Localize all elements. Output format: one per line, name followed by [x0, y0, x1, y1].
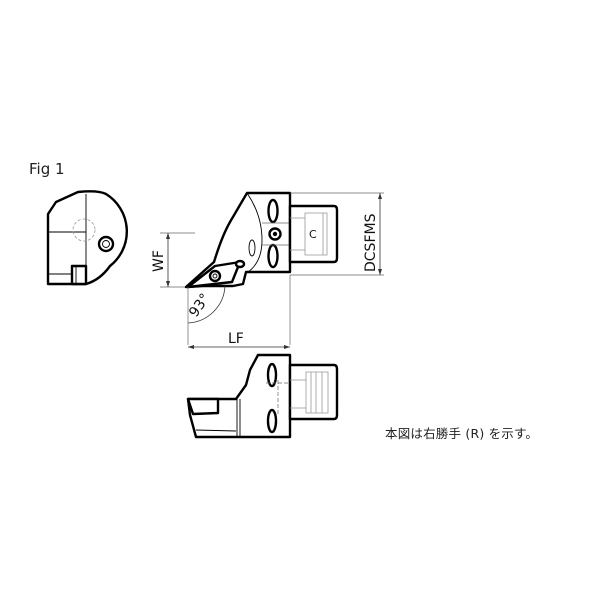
figure-title: Fig 1 — [29, 160, 65, 178]
dcsfms-arrow-bottom — [378, 269, 382, 275]
end-view-outline — [46, 190, 128, 286]
end-view-screw-inner — [102, 240, 110, 248]
end-view-insert-pocket — [70, 264, 88, 286]
side-view — [186, 353, 339, 439]
head-curved-face — [246, 192, 263, 273]
wf-arrow-bottom — [166, 281, 170, 287]
shank-coupling-outline — [288, 204, 339, 264]
center-screw-icon — [268, 227, 282, 241]
angle-arc — [187, 285, 226, 324]
coupling-label: C — [309, 228, 317, 241]
dcsfms-arrow-top — [378, 193, 382, 199]
wf-label: WF — [151, 250, 167, 272]
insert-screw-inner — [212, 273, 218, 279]
side-coupling-inner — [305, 371, 329, 414]
end-view — [46, 190, 128, 286]
head-body-outline — [184, 191, 292, 289]
dcsfms-label: DCSFMS — [363, 213, 379, 272]
bolt-slot-upper — [267, 198, 279, 224]
coupling-inner — [304, 212, 328, 256]
end-view-bore-circle — [72, 218, 96, 242]
side-bolt-upper — [266, 362, 278, 388]
handedness-note: 本図は右勝手 (R) を示す。 — [385, 426, 539, 441]
end-view-screw-icon — [97, 235, 115, 253]
clamp-pin-icon — [234, 259, 246, 269]
center-screw-dot — [272, 231, 278, 237]
lf-arrow-left — [188, 345, 194, 349]
insert-screw-icon — [208, 269, 222, 283]
side-shank-outline — [288, 363, 339, 421]
side-insert-icon — [186, 397, 220, 416]
lf-arrow-right — [284, 345, 290, 349]
angle-label: 93° — [186, 291, 213, 321]
lf-label: LF — [228, 331, 244, 347]
coolant-hole-icon — [248, 239, 256, 257]
side-bolt-lower — [266, 408, 278, 434]
wf-arrow-top — [166, 233, 170, 239]
top-view: C DCSFMS WF 93° LF — [151, 191, 384, 349]
side-chip-line — [195, 429, 237, 432]
